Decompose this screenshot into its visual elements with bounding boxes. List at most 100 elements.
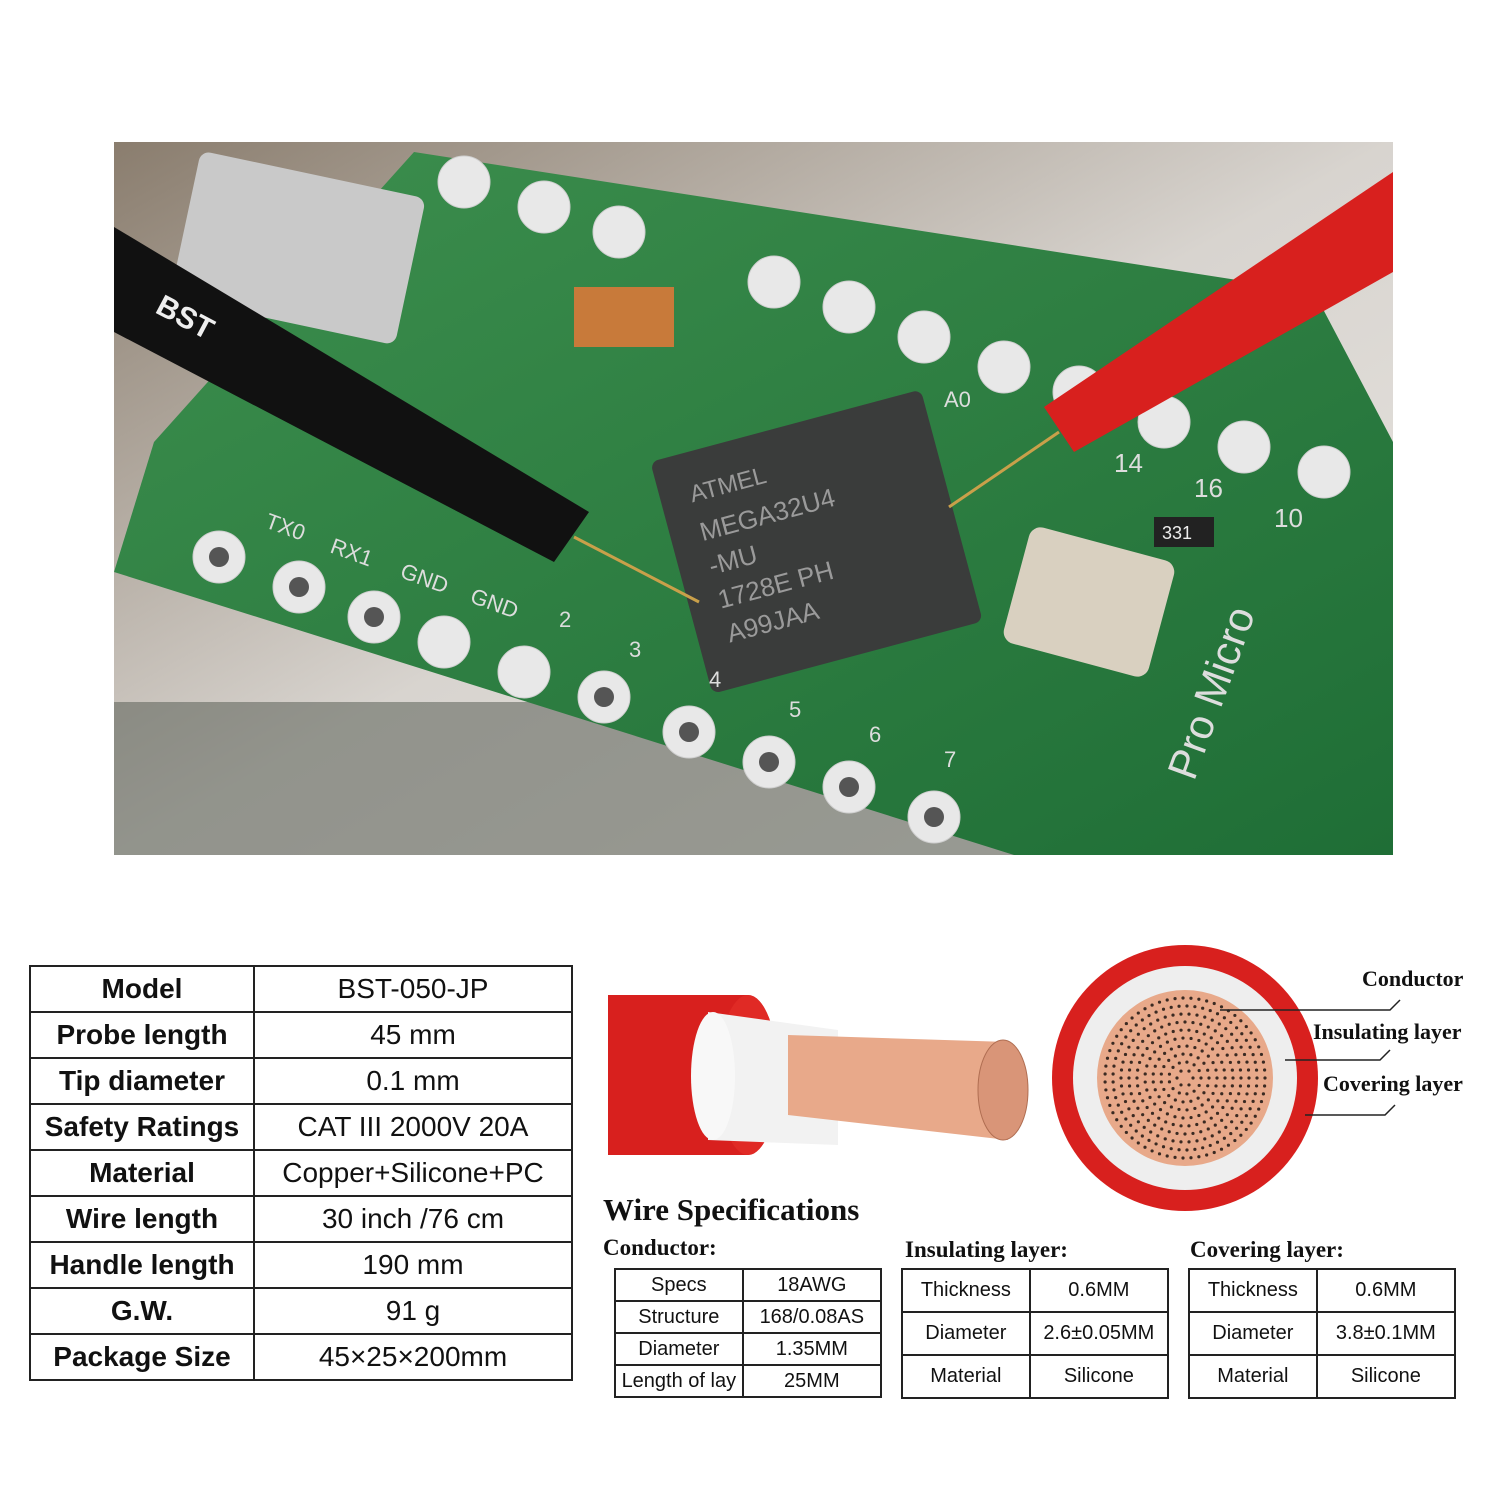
strand	[1245, 1092, 1249, 1096]
strand	[1123, 1099, 1128, 1104]
strand	[1116, 1103, 1120, 1107]
strand	[1261, 1092, 1266, 1096]
label-covering-layer: Covering layer	[1323, 1071, 1463, 1096]
strand	[1171, 1087, 1175, 1091]
strand	[1228, 1091, 1232, 1096]
strand	[1129, 1092, 1133, 1096]
conductor-heading: Conductor:	[603, 1235, 717, 1260]
strand	[1143, 1072, 1147, 1076]
strand	[1161, 1145, 1166, 1149]
strand	[1127, 1045, 1131, 1049]
strand	[1114, 1056, 1118, 1061]
spec-value: Copper+Silicone+PC	[253, 1149, 573, 1197]
strand	[1177, 1044, 1181, 1049]
strand	[1171, 1122, 1175, 1127]
strand	[1200, 1049, 1204, 1053]
strand	[1167, 1094, 1171, 1098]
strand	[1229, 1131, 1233, 1136]
strand	[1185, 1044, 1189, 1048]
strand	[1191, 1076, 1195, 1080]
strand	[1169, 1105, 1173, 1109]
strand	[1187, 1124, 1191, 1128]
strand	[1103, 1072, 1107, 1076]
strand	[1171, 1139, 1175, 1143]
strand	[1111, 1041, 1115, 1045]
strand	[1222, 1084, 1226, 1088]
strand	[1157, 1116, 1161, 1120]
strand	[1156, 1018, 1160, 1022]
strand	[1171, 1065, 1175, 1069]
strand	[1202, 1120, 1206, 1124]
strand	[1121, 1060, 1125, 1064]
spec-value: 3.8±0.1MM	[1315, 1311, 1457, 1356]
strand	[1187, 1012, 1191, 1016]
strand	[1229, 1020, 1233, 1025]
strand	[1124, 1130, 1128, 1135]
strand	[1136, 1141, 1140, 1145]
strand	[1127, 1084, 1132, 1088]
capacitor	[574, 287, 674, 347]
strand	[1108, 1049, 1112, 1053]
strand	[1130, 1136, 1134, 1140]
strand	[1263, 1076, 1267, 1080]
strand	[1212, 1150, 1216, 1155]
strand	[1105, 1056, 1110, 1060]
strand	[1219, 1005, 1224, 1009]
spec-key: Diameter	[1188, 1311, 1318, 1356]
strand	[1161, 1007, 1166, 1011]
strand	[1112, 1088, 1116, 1092]
strand	[1119, 1084, 1124, 1088]
strand	[1215, 1076, 1219, 1080]
strand	[1179, 1028, 1183, 1032]
spec-value: 0.6MM	[1315, 1268, 1457, 1313]
strand	[1239, 1133, 1243, 1137]
spec-value: 168/0.08AS	[741, 1300, 883, 1334]
strand	[1193, 1045, 1197, 1050]
pin-label: 16	[1194, 473, 1223, 503]
strand	[1115, 1118, 1119, 1122]
strand	[1211, 1060, 1215, 1065]
usb-connector	[171, 152, 425, 344]
strand	[1249, 1121, 1253, 1125]
strand	[1148, 1056, 1152, 1061]
strand	[1189, 1156, 1193, 1160]
strand	[1138, 1060, 1142, 1065]
strand	[1124, 1035, 1128, 1039]
strand	[1212, 1001, 1216, 1006]
strand	[1195, 1029, 1199, 1034]
strand	[1179, 1083, 1183, 1087]
strand	[1215, 1041, 1220, 1045]
strand	[1228, 1060, 1232, 1065]
strand	[1206, 1098, 1210, 1102]
label-conductor: Conductor	[1362, 966, 1464, 991]
strand	[1246, 1068, 1251, 1072]
strand	[1148, 1095, 1152, 1100]
strand	[1143, 1007, 1147, 1011]
strand	[1263, 1068, 1267, 1072]
strand	[1210, 1018, 1214, 1022]
strand	[1195, 1013, 1199, 1017]
strand	[1153, 1123, 1157, 1127]
spec-value: 30 inch /76 cm	[253, 1195, 573, 1243]
strand	[1157, 1152, 1162, 1156]
strand	[1153, 1064, 1157, 1068]
strand	[1207, 1076, 1211, 1080]
strand	[1235, 1038, 1239, 1042]
strand	[1193, 1147, 1197, 1151]
strand	[1210, 1105, 1215, 1109]
strand	[1197, 1083, 1201, 1088]
strand	[1120, 1110, 1124, 1114]
strand	[1231, 1076, 1235, 1080]
strand	[1206, 1068, 1210, 1072]
strand	[1222, 1136, 1226, 1140]
strand	[1108, 1103, 1112, 1107]
strand	[1169, 1047, 1173, 1051]
strand	[1240, 1120, 1244, 1124]
strand	[1146, 1118, 1150, 1122]
strand	[1211, 1091, 1215, 1096]
